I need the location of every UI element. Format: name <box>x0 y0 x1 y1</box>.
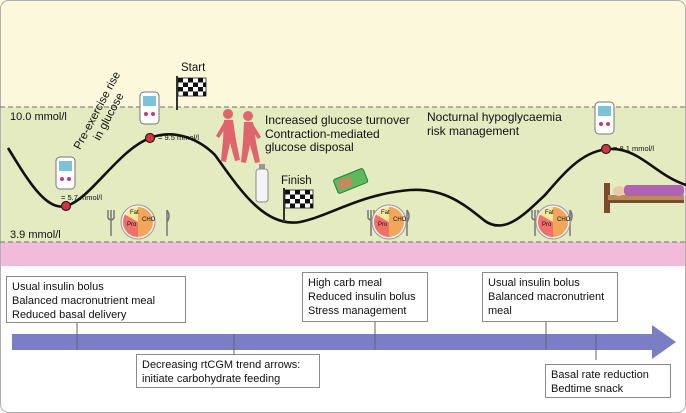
cgm-device-icon <box>139 91 160 125</box>
lower-threshold-label: 3.9 mmol/l <box>10 229 61 241</box>
timeline-box-evening-meal: Usual insulin bolus Balanced macronutrie… <box>482 272 618 322</box>
plate-pro-label: Pro <box>127 222 137 228</box>
reading-marker-2 <box>144 132 156 144</box>
plate-fat-label: Fat <box>381 210 390 216</box>
plate-fat-label: Fat <box>545 210 554 216</box>
timeline-box-during-exercise: Decreasing rtCGM trend arrows: initiate … <box>136 354 320 388</box>
plate-cho-label: CHO <box>557 217 571 223</box>
timeline-connectors <box>76 322 597 360</box>
plate-cho-label: CHO <box>393 217 407 223</box>
water-bottle-icon <box>255 164 269 203</box>
hyperglycaemia-zone <box>0 0 686 107</box>
glucose-reading-3: = 8.1 mmol/l <box>613 144 655 153</box>
nocturnal-hypoglycaemia-text: Nocturnal hypoglycaemia risk management <box>427 110 562 138</box>
meal-plate-icon <box>120 204 156 240</box>
exercise-effects-text: Increased glucose turnover Contraction-m… <box>265 113 410 154</box>
checkered-flag-icon <box>176 76 207 110</box>
runners-icon <box>216 109 261 163</box>
fork-knife-icon <box>107 209 573 236</box>
finish-label: Finish <box>281 175 312 187</box>
timeline-box-post-exercise: High carb meal Reduced insulin bolus Str… <box>302 272 428 322</box>
timeline-box-pre-exercise: Usual insulin bolus Balanced macronutrie… <box>6 276 186 323</box>
reading-marker-1 <box>60 200 72 212</box>
upper-threshold-label: 10.0 mmol/l <box>10 111 67 123</box>
plate-pro-label: Pro <box>542 222 552 228</box>
plate-pro-label: Pro <box>378 222 388 228</box>
reading-marker-3 <box>600 143 612 155</box>
meal-plate-icon <box>535 204 571 240</box>
glucose-curve <box>6 133 686 227</box>
energy-bar-icon <box>333 168 369 194</box>
glucose-reading-1: = 5.7 mmol/l <box>61 193 103 202</box>
sleeping-person-icon <box>604 183 684 213</box>
plate-cho-label: CHO <box>142 217 156 223</box>
meal-plate-icon <box>371 204 407 240</box>
timeline-box-bedtime: Basal rate reduction Bedtime snack <box>545 364 671 398</box>
start-label: Start <box>181 62 206 74</box>
cgm-device-icon <box>594 101 615 135</box>
glucose-reading-2: = 9.5 mmol/l <box>158 133 200 142</box>
timeline-arrow <box>12 325 676 359</box>
checkered-flag-icon <box>283 188 314 222</box>
hypoglycaemia-zone <box>0 242 686 266</box>
cgm-device-icon <box>55 156 76 190</box>
plate-fat-label: Fat <box>130 210 139 216</box>
